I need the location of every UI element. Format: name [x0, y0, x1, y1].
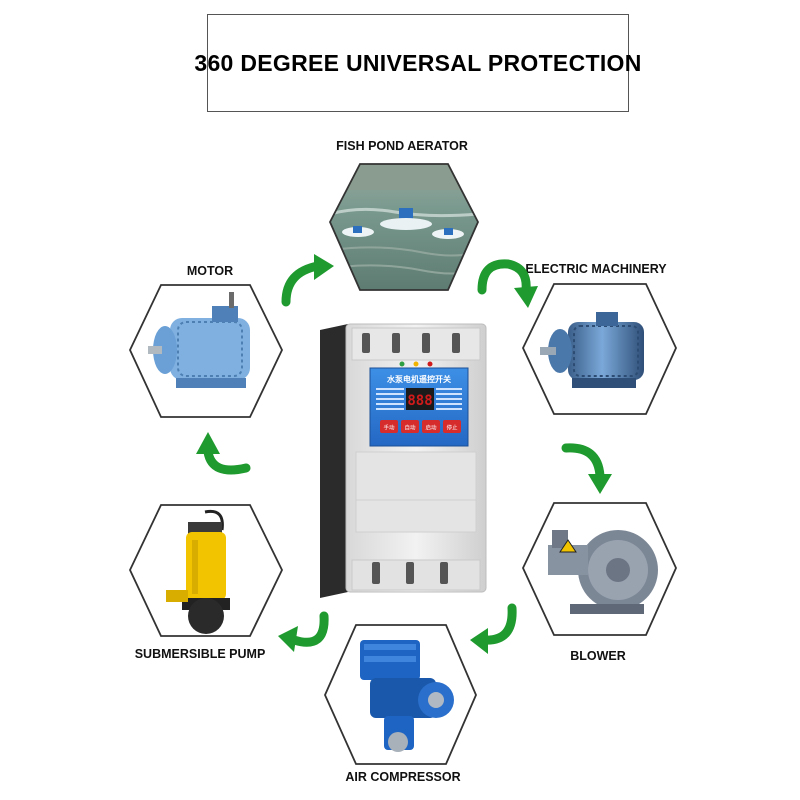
page-title: 360 DEGREE UNIVERSAL PROTECTION — [194, 49, 642, 76]
digital-display: 888 — [407, 393, 432, 409]
electric-motor-icon — [540, 312, 644, 388]
label-submersible-pump: SUBMERSIBLE PUMP — [134, 647, 266, 661]
arrow-compressor-to-pump-icon — [278, 611, 329, 652]
label-fish-pond-aerator: FISH POND AERATOR — [336, 139, 468, 153]
arrow-motor-to-aerator-icon — [281, 254, 334, 307]
panel-title-text: 水泵电机遥控开关 — [386, 374, 451, 384]
blower-hexagon — [522, 502, 677, 636]
stop-button[interactable] — [443, 420, 461, 433]
arrow-electric-to-blower-icon — [561, 443, 612, 494]
device-buttons: 手动 自动 启动 停止 — [380, 420, 461, 433]
auto-button-label: 自动 — [404, 424, 416, 432]
air-compressor-hexagon — [324, 624, 477, 765]
auto-button[interactable] — [401, 420, 419, 433]
label-air-compressor: AIR COMPRESSOR — [345, 770, 461, 784]
start-button-label: 启动 — [425, 424, 437, 432]
title-box: 360 DEGREE UNIVERSAL PROTECTION — [194, 14, 641, 112]
motor-icon — [148, 292, 250, 388]
air-compressor-icon — [360, 640, 454, 752]
submersible-pump-hexagon — [129, 504, 284, 637]
aerator-icon — [342, 208, 464, 239]
start-button[interactable] — [422, 420, 440, 433]
blower-icon — [548, 530, 658, 614]
cycle-arrows — [196, 254, 612, 654]
arrow-blower-to-compressor-icon — [470, 603, 517, 654]
manual-button[interactable] — [380, 420, 398, 433]
arrow-aerator-to-electric-icon — [477, 259, 538, 308]
submersible-pump-icon — [166, 509, 230, 634]
manual-button-label: 手动 — [383, 424, 395, 432]
label-blower: BLOWER — [570, 649, 626, 663]
control-switch-device: 水泵电机遥控开关 888 手动 自动 启动 停止 — [320, 323, 487, 598]
arrow-pump-to-motor-icon — [196, 432, 251, 475]
motor-hexagon — [129, 284, 284, 418]
fish-pond-aerator-hexagon — [329, 163, 479, 291]
stop-button-label: 停止 — [446, 424, 458, 432]
label-motor: MOTOR — [186, 264, 234, 278]
electric-machinery-hexagon — [522, 283, 677, 415]
label-electric-machinery: ELECTRIC MACHINERY — [525, 262, 667, 276]
